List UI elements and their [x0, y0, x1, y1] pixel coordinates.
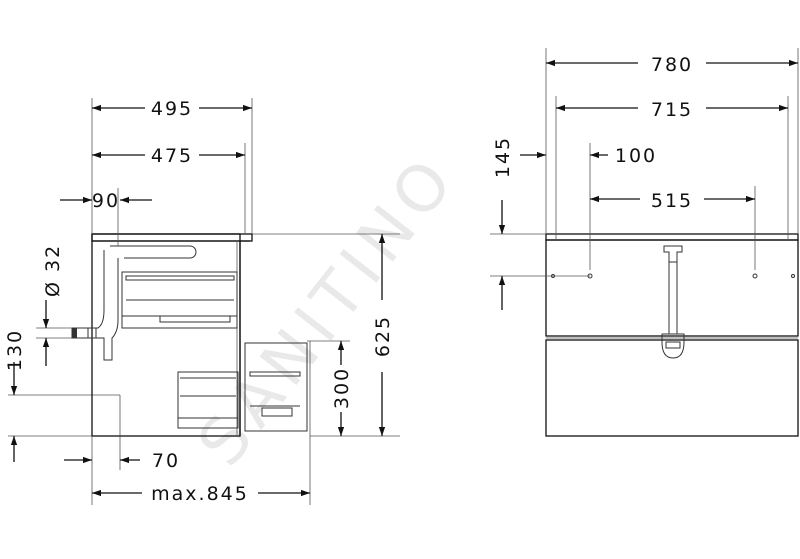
dim-780-label: 780 — [651, 54, 693, 76]
side-countertop — [91, 233, 253, 242]
front-countertop — [545, 233, 799, 241]
dim-845-label: max.845 — [151, 483, 249, 505]
siphon — [87, 245, 197, 361]
lower-drawer — [177, 371, 239, 429]
watermark: SANITINO — [184, 141, 472, 480]
upper-drawer — [121, 271, 238, 329]
front-siphon — [661, 245, 685, 359]
front-lower-drawer — [545, 339, 799, 437]
dim-100-label: 100 — [615, 145, 657, 167]
drawer-open-outline — [244, 342, 308, 432]
dim-300-label: 300 — [331, 367, 353, 409]
side-view: 495 475 90 Ø 32 130 625 300 — [4, 98, 400, 505]
dim-32-label: Ø 32 — [42, 244, 64, 297]
drawer-open-inner — [249, 371, 301, 417]
dim-70-label: 70 — [152, 450, 180, 472]
dim-475-label: 475 — [151, 145, 193, 167]
mount-hole-edge-right — [791, 274, 795, 278]
dim-145-label: 145 — [492, 136, 514, 178]
dim-130-label: 130 — [4, 329, 26, 371]
dim-90-label: 90 — [92, 190, 120, 212]
upper-drawer-rail — [159, 315, 231, 323]
drain-pipe-end — [72, 328, 77, 338]
dim-625-label: 625 — [372, 315, 394, 357]
front-upper-drawer — [545, 239, 799, 337]
dim-715-label: 715 — [651, 99, 693, 121]
mount-hole-right — [752, 273, 758, 279]
dim-495-label: 495 — [151, 98, 193, 120]
front-view: 780 715 100 515 145 — [490, 48, 799, 437]
dim-515-label: 515 — [651, 190, 693, 212]
